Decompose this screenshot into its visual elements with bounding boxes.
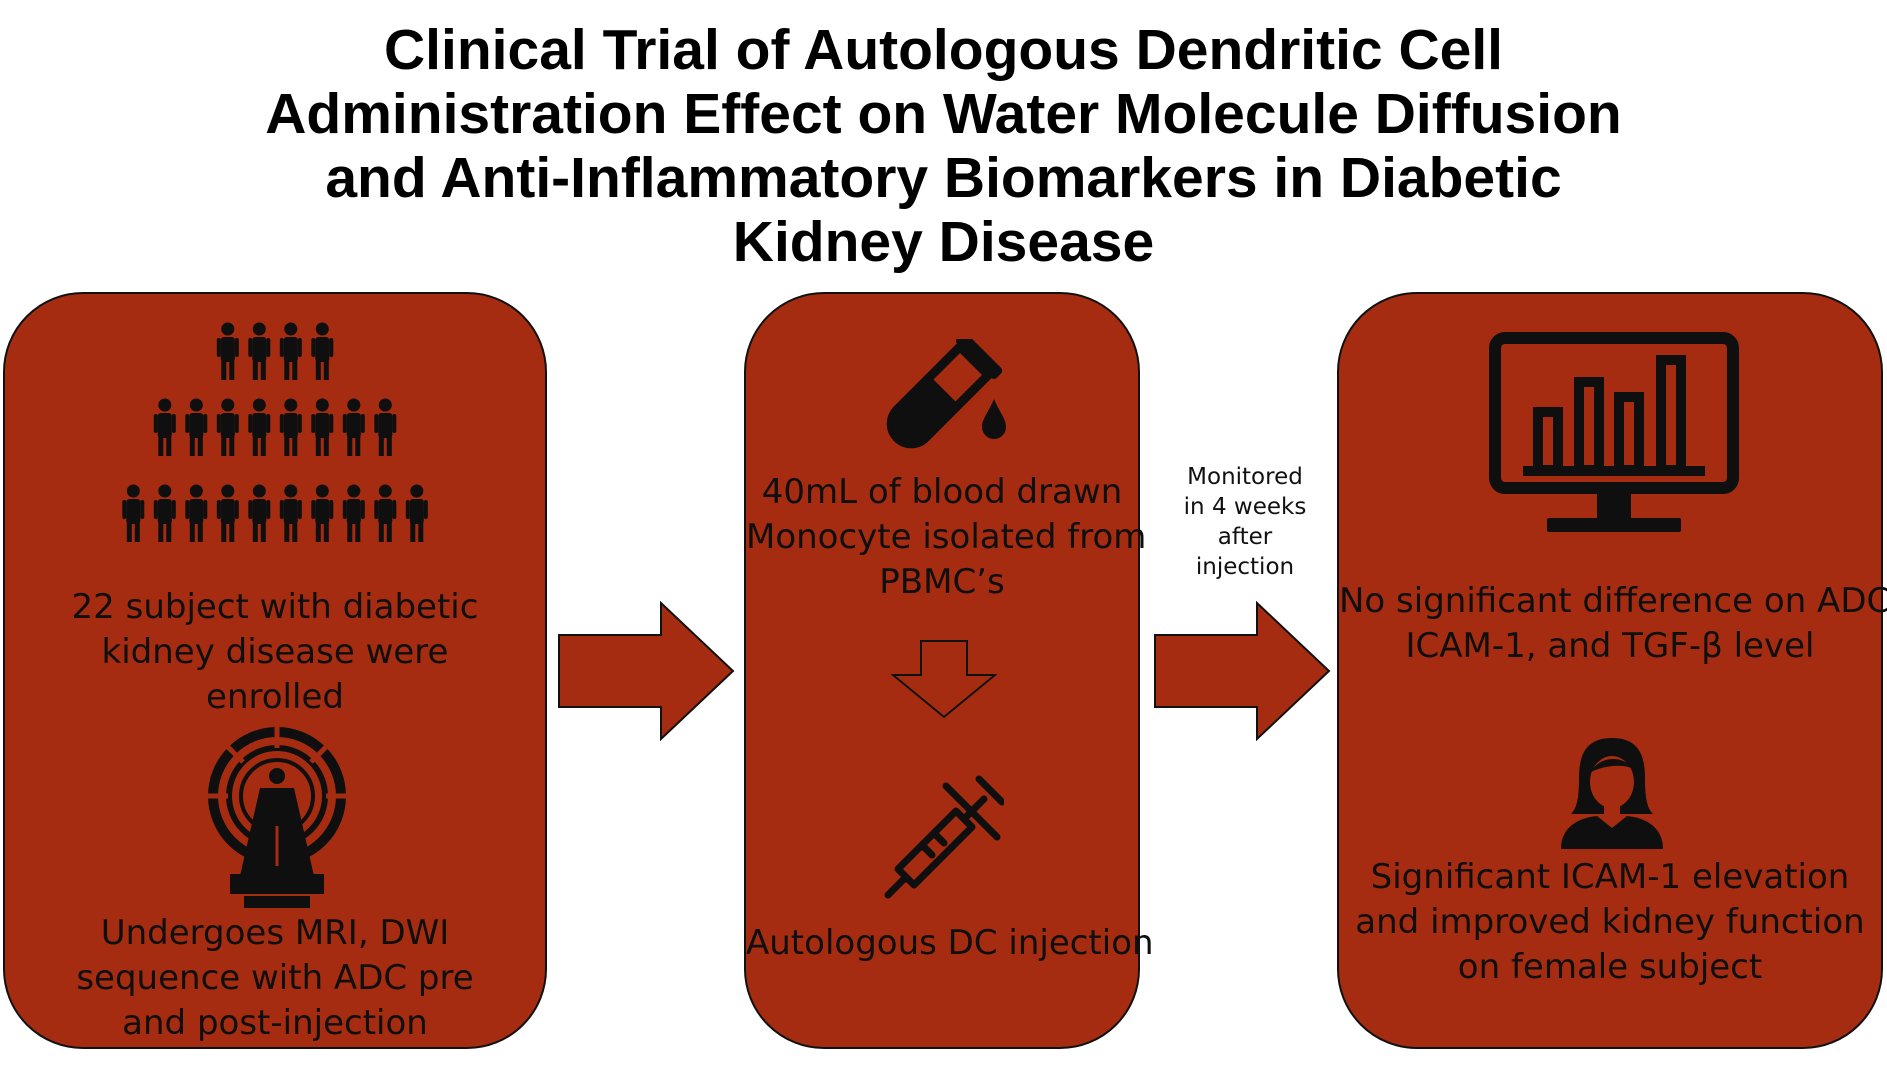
person-figure — [122, 484, 145, 542]
mri-text: Undergoes MRI, DWI sequence with ADC pre… — [76, 913, 474, 1043]
title-line: Clinical Trial of Autologous Dendritic C… — [384, 18, 1503, 82]
person-figure — [185, 398, 208, 456]
person-figure — [216, 484, 239, 542]
person-figure — [279, 484, 302, 542]
mri-scanner-icon — [207, 726, 347, 908]
person-figure — [153, 484, 176, 542]
female-person-icon — [1561, 738, 1663, 849]
person-figure — [185, 484, 208, 542]
title-line: Administration Effect on Water Molecule … — [265, 82, 1622, 146]
person-figure — [248, 484, 271, 542]
syringe-icon — [884, 775, 1004, 899]
blood-draw-text: 40mL of blood drawn Monocyte isolated fr… — [746, 472, 1147, 602]
person-figure — [153, 398, 176, 456]
down-arrow-icon — [891, 640, 997, 719]
blood-processing-panel: 40mL of blood drawn Monocyte isolated fr… — [744, 292, 1154, 1049]
person-figure — [279, 398, 302, 456]
person-figure — [279, 322, 302, 380]
right-arrow-icon — [1154, 601, 1331, 741]
person-figure — [405, 484, 428, 542]
monitor-bar-chart-icon — [1489, 332, 1739, 532]
person-figure — [342, 398, 365, 456]
person-figure — [248, 398, 271, 456]
female-result-text: Significant ICAM-1 elevation and improve… — [1355, 857, 1865, 987]
monitoring-note: Monitored in 4 weeks after injection — [1183, 464, 1307, 580]
title-line: Kidney Disease — [732, 210, 1155, 274]
person-figure — [374, 398, 397, 456]
person-figure — [311, 398, 334, 456]
page-title: Clinical Trial of Autologous Dendritic C… — [0, 18, 1887, 274]
test-tube-blood-icon — [886, 339, 1006, 449]
person-figure — [311, 322, 334, 380]
people-pyramid-icon — [122, 322, 428, 542]
results-panel: No significant difference on ADC, ICAM-1… — [1337, 292, 1887, 1049]
enrollment-text: 22 subject with diabetic kidney disease … — [71, 587, 479, 717]
no-difference-text: No significant difference on ADC, ICAM-1… — [1339, 581, 1887, 666]
dc-injection-text: Autologous DC injection — [746, 923, 1154, 963]
enrollment-panel: 22 subject with diabetic kidney disease … — [3, 292, 547, 1049]
person-figure — [342, 484, 365, 542]
person-figure — [216, 322, 239, 380]
person-figure — [374, 484, 397, 542]
right-arrow-icon — [558, 601, 735, 741]
person-figure — [248, 322, 271, 380]
title-line: and Anti-Inflammatory Biomarkers in Diab… — [325, 146, 1562, 210]
person-figure — [216, 398, 239, 456]
person-figure — [311, 484, 334, 542]
